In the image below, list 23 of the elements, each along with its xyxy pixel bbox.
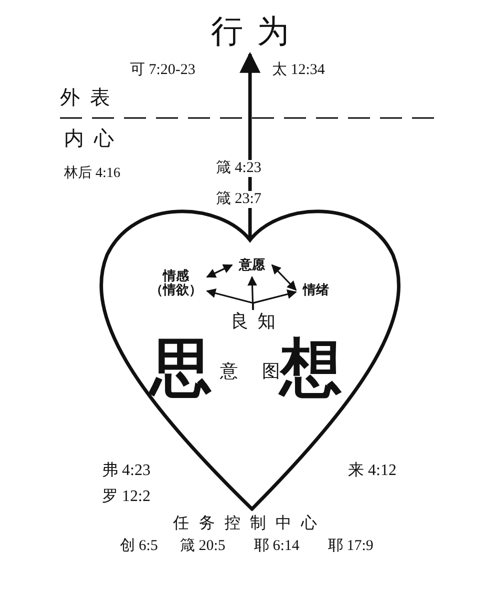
arrow bbox=[252, 290, 297, 310]
section-label: 图 bbox=[262, 362, 280, 381]
verse-reference: 箴 4:23 bbox=[216, 160, 262, 176]
verse-reference: 林后 4:16 bbox=[64, 166, 120, 182]
verse-reference: 可 7:20-23 bbox=[130, 62, 196, 78]
verse-reference: 太 12:34 bbox=[272, 62, 325, 78]
section-label: 内心 bbox=[64, 128, 124, 150]
concept-label: 情绪 bbox=[303, 282, 329, 298]
verse-reference: 箴 20:5 bbox=[180, 538, 226, 554]
arrow bbox=[271, 264, 297, 291]
verse-reference: 罗 12:2 bbox=[102, 488, 150, 506]
verse-reference: 耶 6:14 bbox=[254, 538, 300, 554]
arrow bbox=[206, 264, 233, 278]
concept-label: 意愿 bbox=[239, 258, 265, 272]
verse-reference: 箴 23:7 bbox=[216, 191, 262, 208]
section-label: 外表 bbox=[60, 87, 120, 109]
verse-reference: 来 4:12 bbox=[348, 462, 396, 480]
section-label: 意 bbox=[220, 362, 238, 382]
large-character: 思 bbox=[150, 335, 212, 404]
large-character: 想 bbox=[280, 335, 342, 404]
verse-reference: 弗 4:23 bbox=[102, 462, 150, 480]
verse-reference: 创 6:5 bbox=[120, 538, 158, 554]
verse-reference: 耶 17:9 bbox=[328, 538, 374, 554]
